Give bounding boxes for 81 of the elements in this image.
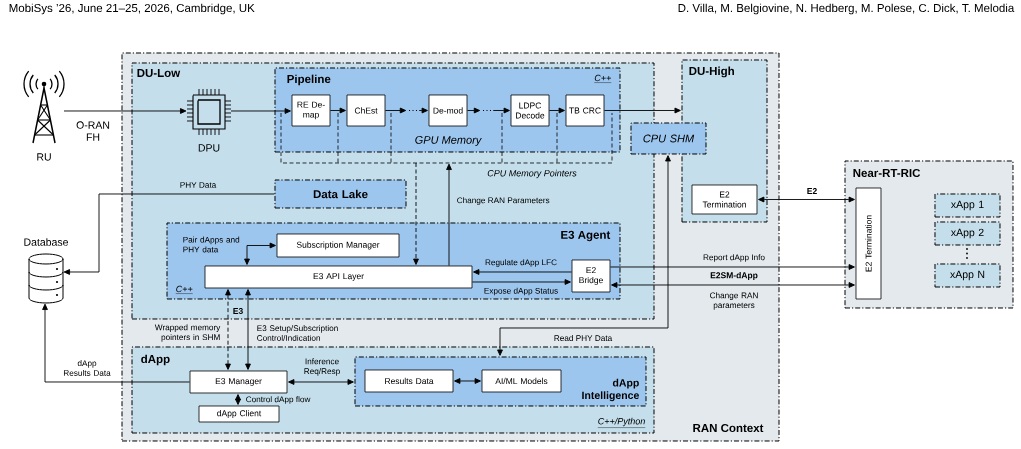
container-title: dApp xyxy=(141,354,170,366)
arrow xyxy=(611,282,855,288)
page-header: D. Villa, M. Belgiovine, N. Hedberg, M. Polese, C. Dick, T. Melodia xyxy=(678,3,1015,15)
dashed-box: CPU SHM xyxy=(630,122,707,155)
arrow xyxy=(42,303,191,383)
arrow xyxy=(454,378,481,384)
dashed-box: xApp 2 xyxy=(934,221,1001,246)
arrow xyxy=(63,193,275,275)
arrow xyxy=(471,279,571,285)
edge-label: Pair dApps and PHY data xyxy=(183,236,240,253)
process-box: E2 Termination xyxy=(855,187,882,300)
arrow xyxy=(288,379,354,385)
edge-label: Expose dApp Status xyxy=(484,287,558,296)
process-box: TB CRC xyxy=(565,94,605,127)
memory-label: GPU Memory xyxy=(415,136,482,146)
dashed-box: xApp 1 xyxy=(934,193,1001,218)
edge-label: Report dApp Info xyxy=(703,254,765,262)
edge-label: Wrapped memory pointers in SHM xyxy=(154,324,221,342)
edge-label: Regulate dApp LFC xyxy=(485,259,557,267)
process-box: AI/ML Models xyxy=(481,369,562,393)
container-title: DU-Low xyxy=(137,69,181,77)
interface-label: E2SM-dApp xyxy=(710,272,758,280)
edge-label: E3 Setup/Subscription Control/Indication xyxy=(257,325,338,341)
arrow xyxy=(225,289,231,370)
ellipsis: … xyxy=(409,109,417,112)
edge-label: dApp Results Data xyxy=(64,360,111,376)
edge-label: Control dApp flow xyxy=(246,396,311,404)
arrow xyxy=(244,242,276,265)
container-title: E3 Agent xyxy=(561,230,611,242)
arrow xyxy=(548,107,565,114)
edge-label: O-RAN FH xyxy=(76,121,110,141)
process-box: dApp Client xyxy=(198,405,280,423)
process-box: E3 Manager xyxy=(189,370,288,394)
region-label: CPU Memory Pointers xyxy=(487,169,577,179)
interface-label: E3 xyxy=(233,308,243,314)
container-title: Near-RT-RIC xyxy=(853,168,921,178)
language-label: C++/Python xyxy=(597,417,646,428)
edge-label: E2 xyxy=(807,188,817,194)
arrow xyxy=(446,163,452,267)
dashed-box: Data Lake xyxy=(274,179,407,209)
arrow xyxy=(609,264,855,270)
edge-label: Inference Req/Resp xyxy=(304,358,340,376)
ellipsis: … xyxy=(483,109,491,112)
process-box: De-mod xyxy=(428,94,468,127)
arrow xyxy=(329,107,346,114)
arrow xyxy=(758,196,855,203)
language-label: C++ xyxy=(594,74,612,83)
edge-label: Change RAN Parameters xyxy=(457,197,550,205)
container-title: RAN Context xyxy=(693,423,764,433)
icon-caption: Database xyxy=(24,238,68,246)
process-box: LDPC Decode xyxy=(510,94,550,127)
container-title: DU-High xyxy=(689,66,734,78)
arrow xyxy=(384,107,407,114)
arrow xyxy=(230,108,291,114)
container-title: dApp Intelligence xyxy=(582,378,639,402)
arrow xyxy=(492,107,510,114)
process-box: E3 API Layer xyxy=(204,265,473,289)
process-box: RE De-map xyxy=(291,94,331,127)
edge-label: Read PHY Data xyxy=(554,335,613,341)
process-box: E2 Termination xyxy=(691,184,758,215)
page-header: MobiSys ’26, June 21–25, 2026, Cambridge, UK xyxy=(9,3,255,15)
process-box: Subscription Manager xyxy=(276,233,400,258)
arrow xyxy=(466,107,481,114)
arrow xyxy=(603,107,681,114)
edge-label: Change RAN parameters xyxy=(710,292,758,310)
process-box: E2 Bridge xyxy=(571,259,611,293)
process-box: ChEst xyxy=(346,94,386,127)
icon-caption: DPU xyxy=(198,144,220,152)
arrow xyxy=(413,162,419,265)
arrow xyxy=(235,394,241,405)
language-label: C++ xyxy=(175,285,193,294)
container-title: Pipeline xyxy=(287,74,331,86)
process-box: Results Data xyxy=(364,369,454,393)
arrow xyxy=(245,289,251,370)
arrow xyxy=(418,107,428,114)
arrow xyxy=(497,155,671,356)
edge-label: PHY Data xyxy=(180,182,217,188)
dashed-box: xApp N xyxy=(934,263,1001,288)
arrow xyxy=(63,108,187,114)
arrow xyxy=(473,269,573,275)
icon-caption: RU xyxy=(37,153,51,161)
